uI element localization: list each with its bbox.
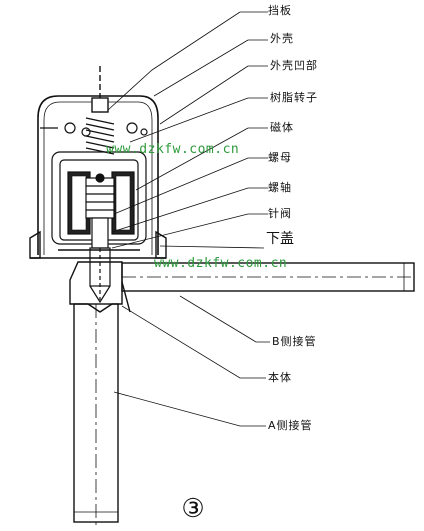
- label-body: 本体: [268, 371, 292, 384]
- nut-screw: [85, 173, 115, 249]
- label-needle-valve: 针阀: [268, 207, 292, 220]
- spring: [85, 66, 115, 155]
- label-a-side-pipe: A侧接管: [268, 419, 313, 432]
- b-side-pipe: [121, 262, 415, 292]
- label-lower-cover: 下盖: [266, 231, 294, 247]
- label-housing-recess: 外壳凹部: [270, 59, 318, 72]
- leader-lines: [107, 11, 270, 427]
- label-nut: 螺母: [268, 151, 292, 164]
- watermark-top: www.dzkfw.com.cn: [106, 142, 240, 157]
- label-baffle: 挡板: [268, 4, 292, 17]
- figure-number: ③: [181, 494, 205, 524]
- a-side-pipe: [73, 303, 119, 526]
- lower-cover: [29, 230, 167, 259]
- baffle-holes: [40, 122, 148, 137]
- label-screw-shaft: 螺轴: [268, 181, 292, 194]
- label-magnet: 磁体: [270, 121, 294, 134]
- needle-valve: [89, 247, 111, 304]
- label-b-side-pipe: B侧接管: [272, 335, 317, 348]
- label-housing: 外壳: [270, 32, 294, 45]
- watermark-bottom: www.dzkfw.com.cn: [154, 256, 288, 271]
- label-resin-rotor: 树脂转子: [270, 91, 318, 104]
